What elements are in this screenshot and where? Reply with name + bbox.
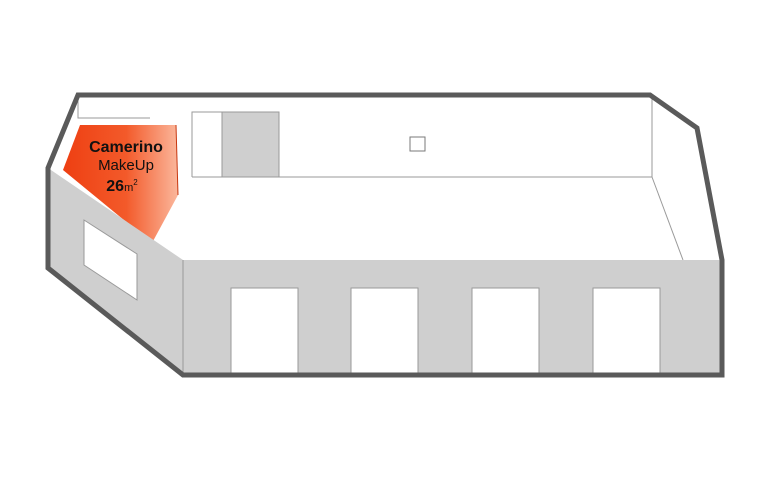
- room-camerino-inner-edge: [175, 124, 179, 196]
- room-camerino-makeup[interactable]: [63, 125, 178, 243]
- room-name: Camerino: [89, 139, 163, 156]
- front-window-3: [471, 287, 540, 376]
- room-area-unit: m: [124, 182, 133, 194]
- left-wall-window: [83, 219, 138, 301]
- room-subtitle: MakeUp: [98, 157, 154, 174]
- back-doorway: [191, 111, 222, 177]
- room-area-exponent: 2: [133, 178, 138, 187]
- front-window-4: [592, 287, 661, 376]
- back-wall-line: [77, 95, 150, 119]
- right-wall-inner-line: [651, 176, 684, 261]
- room-label: Camerino MakeUp 26m2: [89, 139, 163, 195]
- front-window-1: [230, 287, 299, 376]
- front-window-2: [350, 287, 419, 376]
- room-area-value: 26: [106, 178, 124, 195]
- ceiling-fixture: [409, 136, 426, 152]
- room-area: 26m2: [106, 178, 138, 195]
- back-wall-column: [221, 111, 280, 178]
- building-outline: [45, 92, 725, 378]
